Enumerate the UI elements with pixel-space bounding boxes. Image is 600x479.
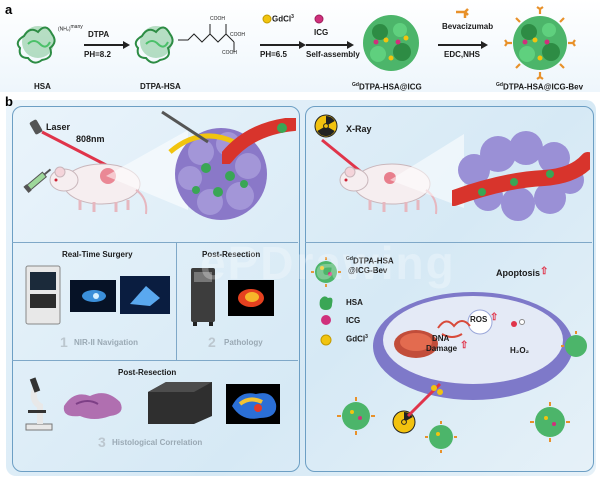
nir-ii-navigation-label: NIR-II Navigation bbox=[74, 338, 139, 347]
nanoparticle-bottom-center bbox=[425, 421, 457, 453]
step4-condition: EDC,NHS bbox=[444, 50, 481, 59]
imaging-system-icon bbox=[25, 265, 61, 325]
cooh-2: COOH bbox=[230, 32, 245, 38]
bevacizumab-antibody-icon bbox=[456, 8, 469, 18]
post-resection-title-1: Post-Resection bbox=[202, 250, 261, 259]
step4-reagent: Bevacizumab bbox=[442, 22, 494, 31]
nir-image-2 bbox=[120, 276, 170, 314]
right-horizontal-divider bbox=[305, 242, 592, 243]
legend-gdcl3-label: GdCl3 bbox=[346, 334, 368, 344]
icg-dot-icon bbox=[314, 14, 324, 24]
step1-reagent: DTPA bbox=[88, 30, 110, 39]
nanoparticle-bottom-right bbox=[530, 402, 570, 442]
pathology-label: Pathology bbox=[224, 338, 263, 347]
dtpa-hsa-protein-icon bbox=[134, 26, 174, 64]
gd-dtpa-hsa-icg-label: GdDTPA-HSA@ICG bbox=[352, 82, 422, 92]
step1-condition: PH=8.2 bbox=[84, 50, 111, 59]
left-horizontal-divider-1 bbox=[12, 242, 298, 243]
panel-b-label: b bbox=[5, 94, 13, 109]
legend-icg-icon bbox=[321, 315, 331, 325]
tumor-with-nanoparticles-icon bbox=[168, 128, 267, 220]
apoptosis-label: Apoptosis bbox=[496, 268, 540, 278]
cancer-cell-icon bbox=[373, 292, 573, 400]
cooh-1: COOH bbox=[210, 16, 225, 22]
legend-gdcl3-icon bbox=[320, 334, 332, 346]
gd-dtpa-hsa-icg-nanoparticle-icon bbox=[363, 15, 419, 71]
nh2-label: (NH₂)many bbox=[58, 24, 83, 33]
cooh-3: COOH bbox=[222, 50, 237, 56]
projection-cone bbox=[106, 130, 188, 210]
step2-condition: PH=6.5 bbox=[260, 50, 287, 59]
hsa-protein-icon bbox=[16, 26, 56, 64]
blood-vessel-icon-left bbox=[222, 118, 296, 164]
real-time-surgery-title: Real-Time Surgery bbox=[62, 250, 133, 259]
step-1-number: 1 bbox=[60, 334, 68, 350]
step3-condition: Self-assembly bbox=[306, 50, 360, 59]
left-horizontal-divider-2 bbox=[12, 360, 298, 361]
legend-hsa-icon bbox=[319, 296, 333, 310]
h2o2-label: H₂O₂ bbox=[510, 346, 530, 355]
step1-arrow bbox=[84, 41, 130, 49]
laser-beam-icon bbox=[41, 130, 109, 168]
step-2-number: 2 bbox=[208, 334, 216, 350]
projection-cone-right bbox=[390, 134, 464, 208]
nanoparticle-bottom-left bbox=[337, 397, 375, 435]
nanoparticle-right-edge bbox=[561, 331, 587, 357]
panel-a-label: a bbox=[5, 2, 13, 17]
pathology-scanner-icon bbox=[191, 268, 215, 326]
legend-gd-label-2: @ICG-Bev bbox=[348, 266, 388, 275]
ros-up-arrow-icon: ⇧ bbox=[490, 312, 499, 323]
laser-device-icon bbox=[29, 119, 43, 135]
apoptosis-up-arrow-icon: ⇧ bbox=[540, 266, 549, 277]
slide-scanner-icon bbox=[148, 382, 212, 424]
x-ray-beam-bottom bbox=[406, 382, 443, 418]
step3-arrow bbox=[306, 41, 354, 49]
tumor-cells-with-vessel-icon bbox=[452, 131, 590, 221]
legend-icg-label: ICG bbox=[346, 316, 361, 325]
right-panel-box bbox=[305, 106, 594, 472]
step3-reagent: ICG bbox=[314, 28, 329, 37]
histological-correlation-label: Histological Correlation bbox=[112, 438, 203, 447]
dna-damage-up-arrow-icon: ⇧ bbox=[460, 340, 469, 351]
legend-nanoparticle-icon bbox=[311, 257, 341, 287]
hsa-label: HSA bbox=[34, 82, 51, 91]
dna-label: DNA bbox=[432, 334, 450, 343]
histology-heatmap-image bbox=[226, 384, 280, 424]
damage-label: Damage bbox=[426, 344, 458, 353]
x-ray-label: X-Ray bbox=[346, 124, 372, 134]
post-resection-title-2: Post-Resection bbox=[118, 368, 177, 377]
dtpa-hsa-label: DTPA-HSA bbox=[140, 82, 181, 91]
he-stain-slide-image bbox=[63, 393, 122, 419]
wavelength-label: 808nm bbox=[76, 134, 105, 144]
ros-label: ROS bbox=[470, 315, 488, 324]
gdcl3-dot-icon bbox=[262, 14, 272, 24]
step4-arrow bbox=[438, 41, 488, 49]
nir-image-1 bbox=[70, 280, 116, 312]
step2-arrow bbox=[260, 41, 306, 49]
surgical-probe-icon bbox=[161, 110, 209, 144]
step-3-number: 3 bbox=[98, 434, 106, 450]
syringe-icon bbox=[23, 168, 52, 193]
dtpa-structure-icon bbox=[178, 24, 235, 52]
legend-hsa-label: HSA bbox=[346, 298, 363, 307]
step2-reagent: GdCl3 bbox=[272, 14, 294, 24]
gd-dtpa-hsa-icg-bev-nanoparticle-icon bbox=[504, 6, 576, 80]
pathology-heatmap-image bbox=[228, 280, 274, 316]
gd-dtpa-hsa-icg-bev-label: GdDTPA-HSA@ICG-Bev bbox=[496, 82, 584, 92]
radiation-icon-top bbox=[314, 114, 338, 138]
microscope-icon bbox=[25, 377, 53, 431]
legend-gd-label: GdDTPA-HSA bbox=[346, 256, 394, 266]
watermark: ePDrawing bbox=[200, 237, 456, 289]
left-vertical-divider bbox=[176, 242, 177, 360]
laser-label: Laser bbox=[46, 122, 71, 132]
left-panel-box bbox=[12, 106, 300, 472]
